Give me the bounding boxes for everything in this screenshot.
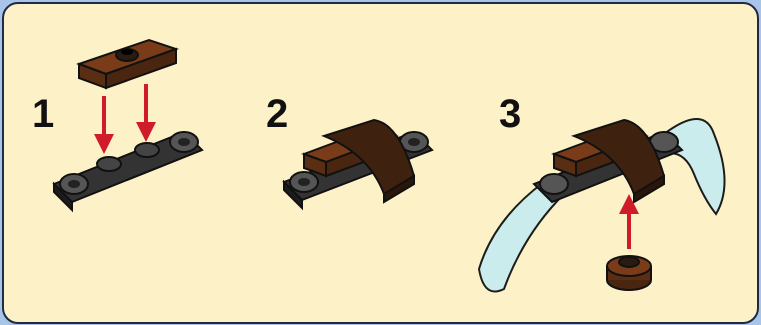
build-steps-illustration (4, 4, 757, 322)
step-2-illustration (284, 120, 432, 208)
brown-plate-1x2 (79, 40, 176, 88)
round-brown-plate (607, 256, 651, 290)
red-arrow-step3 (619, 194, 639, 249)
black-tread-base (54, 132, 202, 210)
step-3-illustration (479, 119, 725, 292)
step-1-illustration (54, 40, 202, 210)
